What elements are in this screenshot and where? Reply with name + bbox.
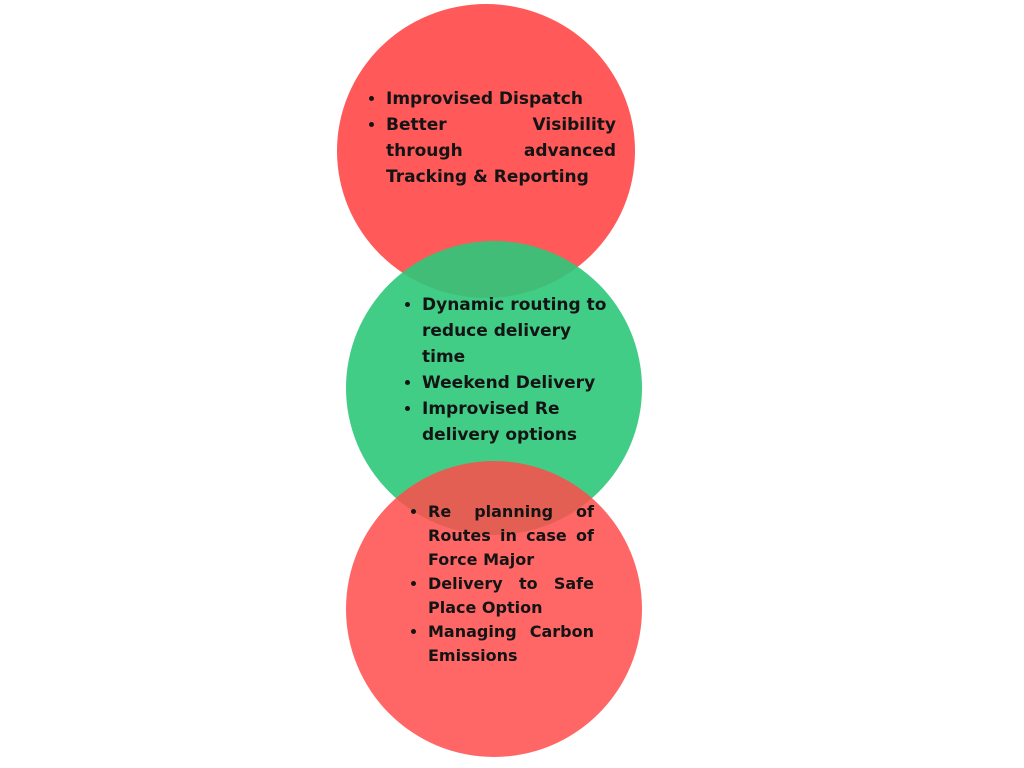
list-item: Improvised Re delivery options [422,396,618,448]
top-circle-list: Improvised Dispatch Better Visibility th… [366,86,616,190]
bottom-circle [346,461,642,757]
list-item: Weekend Delivery [422,370,618,396]
list-item: Better Visibility through advanced Track… [386,112,616,190]
list-item: Delivery to Safe Place Option [428,572,594,620]
list-item: Managing Carbon Emissions [428,620,594,668]
middle-circle-list: Dynamic routing to reduce delivery time … [402,292,618,448]
list-item: Improvised Dispatch [386,86,616,112]
list-item: Re planning of Routes in case of Force M… [428,500,594,572]
list-item: Dynamic routing to reduce delivery time [422,292,618,370]
bottom-circle-list: Re planning of Routes in case of Force M… [408,500,594,668]
